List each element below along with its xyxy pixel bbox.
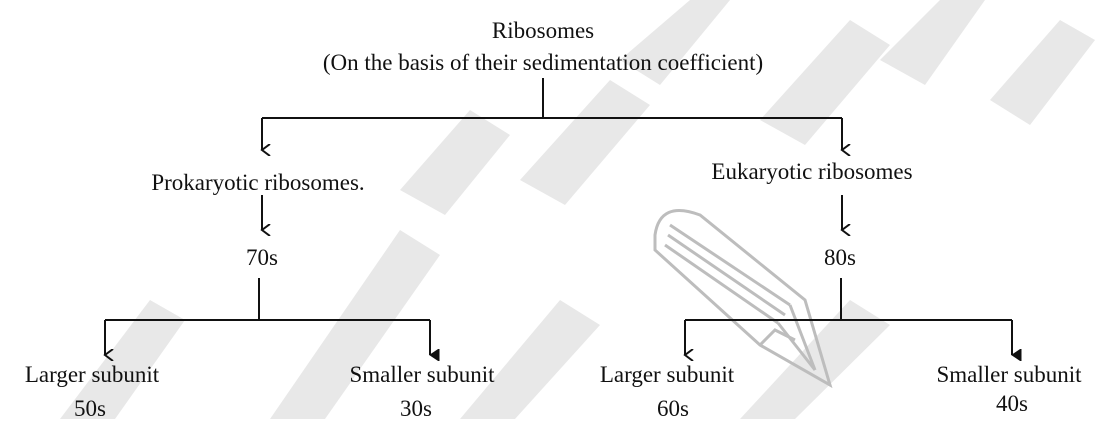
prokaryotic-value: 70s [246, 245, 278, 270]
root-subtitle: (On the basis of their sedimentation coe… [322, 50, 764, 75]
eukaryotic-value: 80s [824, 245, 856, 270]
prokaryotic-label: Prokaryotic ribosomes. [151, 170, 365, 195]
eukaryotic-smaller-value: 40s [996, 391, 1028, 416]
eukaryotic-smaller-label: Smaller subunit [936, 362, 1082, 387]
prokaryotic-smaller-label: Smaller subunit [349, 362, 495, 387]
root-title: Ribosomes [491, 18, 595, 43]
eukaryotic-label: Eukaryotic ribosomes [711, 159, 913, 184]
pen-nib-icon [653, 209, 833, 389]
eukaryotic-larger-value: 60s [657, 396, 689, 421]
prokaryotic-larger-value: 50s [74, 396, 106, 421]
eukaryotic-larger-label: Larger subunit [599, 362, 735, 387]
prokaryotic-smaller-value: 30s [400, 396, 432, 421]
prokaryotic-larger-label: Larger subunit [24, 362, 160, 387]
